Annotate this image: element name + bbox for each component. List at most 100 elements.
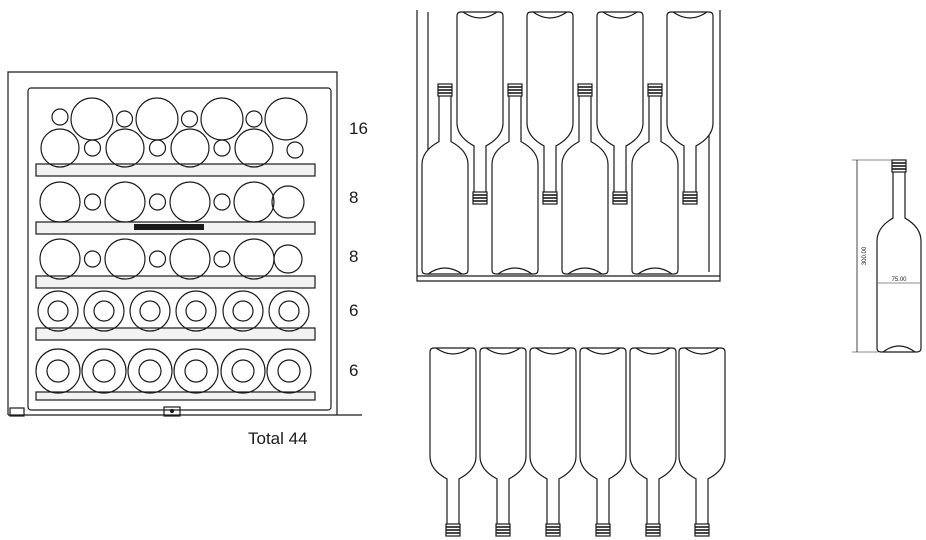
bottle-lower-shelf — [678, 347, 726, 537]
bottle-punt-circle — [47, 300, 69, 322]
shelf-count-5: 6 — [349, 361, 358, 380]
bottle-body — [529, 347, 577, 524]
shelf-count-3: 8 — [349, 247, 358, 266]
shelf-count-4: 6 — [349, 301, 358, 320]
bottle-lower-shelf — [529, 347, 577, 537]
bottle-bottom-circle — [222, 290, 264, 332]
bottle-neck-circle — [83, 139, 102, 157]
bottle-punt-circle — [278, 300, 300, 322]
bottle-punt-circle — [232, 300, 254, 322]
bottle-front-row — [491, 83, 539, 275]
shelf-4 — [35, 327, 316, 341]
shelf-1 — [35, 163, 316, 177]
dimension-bottle — [876, 159, 922, 353]
bottle-punt-circle — [184, 359, 208, 383]
bottle-punt-circle — [231, 359, 255, 383]
bottle-bottom-circle — [173, 348, 219, 394]
bottle-punt — [462, 11, 498, 19]
bottle-bottom-circle — [271, 185, 305, 219]
bottle-bottom-circle — [127, 348, 173, 394]
bottle-lower-shelf — [429, 347, 477, 537]
bottle-punt-circle — [139, 300, 161, 322]
bottle-back-row — [456, 11, 504, 205]
bottle-front-row — [421, 83, 469, 275]
bottle-punt — [882, 345, 916, 353]
cooler-front-view — [7, 71, 362, 417]
bottle-bottom-circle — [39, 181, 81, 223]
bottle-punt — [497, 267, 533, 275]
bottle-neck-circle — [148, 193, 167, 211]
bottle-bottom-circle — [104, 238, 146, 280]
bottle-punt — [535, 347, 571, 355]
bottle-body — [678, 347, 726, 524]
bottle-neck-circle — [286, 141, 304, 159]
bottle-punt — [637, 267, 673, 275]
bottle-punt-circle — [277, 359, 301, 383]
bottle-neck-circle — [213, 250, 231, 268]
bottle-body — [631, 96, 679, 275]
bottle-punt — [602, 11, 638, 19]
bottle-bottom-circle — [39, 238, 81, 280]
bottle-body — [596, 11, 644, 192]
bottle-bottom-circle — [40, 128, 80, 168]
bottle-bottom-circle — [129, 290, 171, 332]
bottle-punt-circle — [92, 359, 116, 383]
bottle-body — [629, 347, 677, 524]
top-shelf-tray — [416, 10, 721, 282]
bottle-punt — [427, 267, 463, 275]
bottle-lower-shelf — [579, 347, 627, 537]
bottle-punt — [684, 347, 720, 355]
cooler-foot-left — [9, 407, 25, 417]
bottle-body — [876, 172, 922, 353]
control-panel — [134, 224, 204, 230]
bottle-punt — [532, 11, 568, 19]
bottle-bottom-circle — [273, 244, 303, 274]
bottle-lower-shelf — [479, 347, 527, 537]
bottle-neck-circle — [115, 110, 134, 128]
bottle-front-row — [561, 83, 609, 275]
bottle-bottom-circle — [104, 181, 146, 223]
bottom-shelf-bottles — [429, 347, 726, 537]
bottle-bottom-circle — [81, 348, 127, 394]
bottle-height-label: 300.00 — [862, 246, 868, 265]
total-label: Total 44 — [248, 429, 308, 448]
bottle-bottom-circle — [169, 238, 211, 280]
bottle-bottom-circle — [234, 128, 274, 168]
bottle-neck-circle — [83, 250, 102, 268]
bottle-bottom-circle — [220, 348, 266, 394]
bottle-body — [526, 11, 574, 192]
bottle-neck-circle — [148, 139, 167, 157]
bottle-back-row — [596, 11, 644, 205]
bottle-back-row — [666, 11, 714, 205]
top-shelf-view — [416, 10, 721, 282]
bottle-body — [429, 347, 477, 524]
bottle-body — [421, 96, 469, 275]
bottle-neck-circle — [213, 193, 231, 211]
front-bottle-circles — [35, 97, 312, 394]
bottle-body — [666, 11, 714, 192]
bottle-body — [479, 347, 527, 524]
bottle-punt-circle — [46, 359, 70, 383]
bottle-punt-circle — [185, 300, 207, 322]
shelf-count-labels: 16 8 8 6 6 — [349, 119, 368, 380]
bottle-neck-circle — [148, 250, 167, 268]
bottle-bottom-circle — [264, 97, 308, 141]
bottle-punt — [567, 267, 603, 275]
bottle-body — [561, 96, 609, 275]
bottle-punt — [485, 347, 521, 355]
bottle-body — [491, 96, 539, 275]
bottle-bottom-circle — [200, 97, 244, 141]
bottle-punt — [672, 11, 708, 19]
bottle-bottom-circle — [83, 290, 125, 332]
bottle-bottom-circle — [268, 290, 310, 332]
cooler-inner-frame — [27, 87, 332, 411]
shelf-count-1: 16 — [349, 119, 368, 138]
bottle-bottom-circle — [170, 128, 210, 168]
bottle-bottom-circle — [37, 290, 79, 332]
bottle-punt-circle — [138, 359, 162, 383]
bottle-neck-circle — [51, 108, 69, 126]
bottle-punt — [435, 347, 471, 355]
bottle-back-row — [526, 11, 574, 205]
bottle-neck-circle — [180, 110, 199, 128]
